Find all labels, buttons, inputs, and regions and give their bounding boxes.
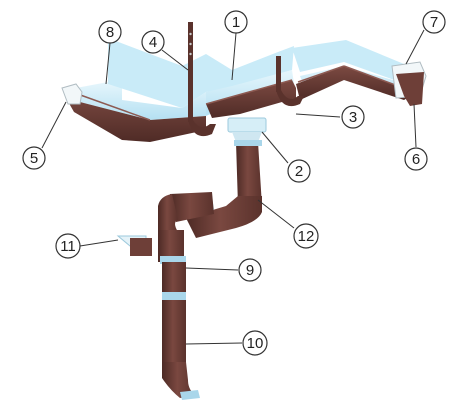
gutter-middle-back-water	[206, 46, 294, 92]
gutter-brackets	[188, 22, 304, 137]
bracket-hook-short-curve	[276, 90, 304, 107]
callout-4: 4	[141, 30, 165, 54]
callout-2: 2	[287, 159, 311, 183]
gutter-right-back-water	[292, 40, 404, 82]
pipe-bracket-detached	[116, 235, 152, 256]
downpipe-elbow-upper	[186, 196, 262, 238]
bracket-hook-short	[276, 56, 281, 92]
downpipe-shoe	[162, 362, 196, 398]
callout-12: 12	[293, 223, 319, 249]
callout-line-2	[261, 131, 289, 164]
callout-line-4	[161, 49, 189, 71]
callout-line-12	[257, 199, 295, 229]
callout-5: 5	[22, 146, 46, 170]
callout-8: 8	[98, 20, 122, 44]
callout-7: 7	[422, 10, 446, 34]
bracket-hole	[189, 32, 192, 36]
callout-line-8	[105, 42, 111, 85]
callout-label-10: 10	[247, 335, 264, 352]
callout-label-8: 8	[106, 24, 114, 41]
downpipe-upper	[236, 142, 262, 206]
callout-label-4: 4	[149, 34, 157, 51]
callout-label-1: 1	[232, 14, 240, 31]
callout-10: 10	[242, 330, 268, 356]
funnel-top	[227, 117, 267, 133]
gutter-right-edge-2	[343, 65, 399, 87]
callouts: 1 2 3 4 5 6 7 8	[22, 10, 446, 356]
callout-label-3: 3	[349, 109, 357, 126]
callout-11: 11	[55, 233, 81, 259]
downpipe-shoe-mouth	[180, 390, 200, 400]
bracket-hole	[189, 52, 192, 56]
downpipe	[158, 140, 262, 400]
gutter-outlet-funnel	[227, 117, 267, 142]
callout-line-10	[185, 342, 243, 345]
downpipe-lower	[162, 300, 186, 364]
bracket-hole	[189, 42, 192, 46]
gutter-left-section	[61, 38, 206, 142]
gutter-middle-section	[205, 46, 296, 118]
downpipe-coupling	[234, 140, 262, 146]
downpipe-coupling-lower	[162, 292, 186, 302]
bracket-hook-curve	[188, 120, 216, 137]
callout-6: 6	[404, 147, 428, 171]
callout-line-7	[405, 29, 425, 65]
gutter-end-cap-left	[61, 83, 83, 105]
callout-line-6	[413, 103, 417, 148]
gutter-right-edge	[297, 65, 345, 83]
funnel-body	[232, 132, 262, 142]
callout-line-11	[79, 239, 119, 247]
callout-label-7: 7	[430, 14, 438, 31]
downpipe-coupling-middle	[160, 256, 186, 264]
bracket-hook-long	[188, 22, 193, 122]
downpipe-diagonal	[170, 192, 214, 222]
downpipe-elbow-lower	[158, 194, 178, 232]
callout-label-2: 2	[295, 163, 303, 180]
callout-label-6: 6	[412, 151, 420, 168]
gutter-outlet-right	[396, 72, 424, 106]
callout-label-11: 11	[60, 238, 76, 255]
gutter-left-edge	[71, 91, 151, 121]
callout-9: 9	[238, 258, 262, 282]
callout-line-1	[231, 32, 237, 81]
callout-1: 1	[224, 10, 248, 34]
callout-lines	[41, 29, 425, 345]
downpipe-clip	[162, 262, 186, 294]
pipe-bracket-body	[130, 238, 152, 256]
gutter-middle-front	[206, 80, 296, 118]
gutter-back-wall-left	[108, 38, 206, 108]
gutter-right-front	[296, 66, 414, 100]
callout-label-5: 5	[30, 150, 38, 167]
callout-3: 3	[341, 105, 365, 129]
gutter-left-water	[76, 82, 206, 120]
gutter-left-front	[66, 92, 206, 142]
callout-line-5	[41, 101, 67, 149]
gutter-right-section	[292, 40, 427, 106]
callout-label-9: 9	[246, 262, 254, 279]
callout-line-9	[185, 267, 239, 271]
callout-line-3	[295, 113, 341, 118]
callout-label-12: 12	[298, 228, 315, 245]
